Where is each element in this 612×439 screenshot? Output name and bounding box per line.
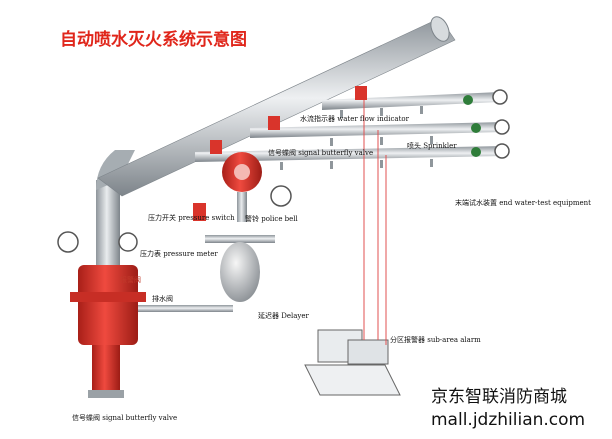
pressure-gauge-valve-right [118,232,138,252]
pressure-gauge-upper [270,185,292,207]
signal-wires [363,100,387,345]
label-delayer: 延迟器 Delayer [258,311,309,320]
pipe-end-cap [430,16,450,42]
main-diagonal-pipe [97,17,456,197]
label-police-bell: 警铃 police bell [245,214,299,223]
label-butterfly-valve-bottom: 信号蝶阀 signal butterfly valve [72,413,177,422]
end-test-gauges [492,89,510,159]
watermark-line2: mall.jdzhilian.com [431,410,585,430]
label-alarm-valve: 报警阀 [120,275,141,284]
diagram-title: 自动喷水灭火系统示意图 [60,29,247,50]
signal-butterfly-valve [92,345,120,390]
watermark-line1: 京东智联消防商城 [431,387,567,407]
alarm-valve [78,265,138,345]
label-sprinkler: 喷头 Sprinkler [407,141,457,150]
valve-base [88,390,124,398]
sub-area-alarm-panel [304,329,401,396]
branch-valves [210,86,481,157]
pressure-switch [193,203,206,221]
riser-pipe [96,180,120,280]
label-end-test: 末端试水装置 end water-test equipment [455,198,591,207]
alarm-valve-flange [70,292,146,302]
sprinkler-heads [280,106,433,170]
label-sub-area-alarm: 分区报警器 sub-area alarm [390,335,481,344]
drain-pipe [138,305,233,312]
label-pressure-meter: 压力表 pressure meter [140,249,218,258]
label-signal-butterfly-valve: 信号蝶阀 signal butterfly valve [268,148,373,157]
delayer-tank [220,242,260,302]
label-drain-valve: 排水阀 [152,294,173,303]
pressure-gauge-valve [57,231,79,253]
label-water-flow-indicator: 水流指示器 water flow indicator [300,114,410,123]
police-bell-center [234,164,250,180]
label-pressure-switch: 压力开关 pressure switch [148,213,235,222]
delayer-pipe [205,235,275,243]
bell-pipe [237,192,247,222]
